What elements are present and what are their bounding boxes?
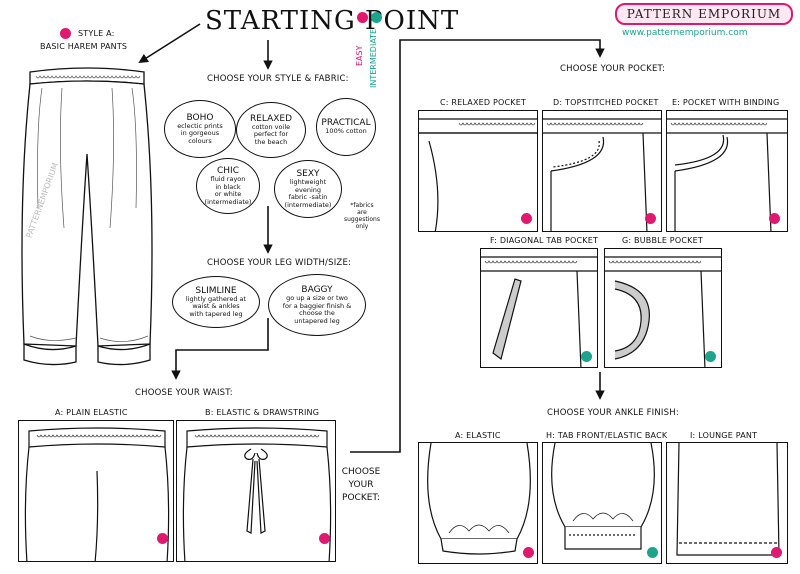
pocket-relaxed-option[interactable] bbox=[418, 110, 538, 232]
leg-desc: with tapered leg bbox=[189, 309, 243, 318]
ankle-lounge-option[interactable] bbox=[666, 442, 788, 564]
pocket-f-label: F: diagonal tab pocket bbox=[490, 236, 599, 245]
pocket-d-level-icon bbox=[645, 213, 656, 224]
ankle-elastic-option[interactable] bbox=[418, 442, 538, 564]
fabric-desc: or white bbox=[214, 190, 242, 198]
waist-b-label: B: elastic & drawstring bbox=[205, 408, 320, 417]
pocket-bubble-option[interactable] bbox=[604, 248, 722, 368]
brand-banner: Pattern Emporium bbox=[615, 3, 793, 25]
leg-desc: for a baggier finish & bbox=[282, 301, 352, 310]
ankle-a-level-icon bbox=[523, 547, 534, 558]
leg-slimline-option[interactable]: Slimline lightly gathered at waist & ank… bbox=[172, 276, 260, 328]
pocket-c-label: C: relaxed pocket bbox=[440, 98, 527, 107]
ankle-a-label: a: elastic bbox=[455, 431, 501, 440]
fabric-chic-option[interactable]: Chic fluid rayon in black or white (inte… bbox=[196, 158, 260, 214]
leg-desc: choose the bbox=[299, 309, 335, 317]
pocket-d-label: D: topstitched pocket bbox=[553, 98, 659, 107]
fabric-name: relaxed bbox=[249, 113, 293, 124]
fabric-name: Chic bbox=[217, 166, 239, 176]
side-pocket-line: pocket: bbox=[342, 493, 380, 503]
fabric-desc: eclectic prints bbox=[177, 121, 223, 130]
waist-a-level-icon bbox=[157, 533, 168, 544]
leg-name: Baggy bbox=[301, 285, 333, 295]
pocket-binding-option[interactable] bbox=[666, 110, 788, 232]
intermediate-dot-icon bbox=[371, 12, 382, 23]
step-ankle-label: Choose your ankle finish: bbox=[547, 408, 679, 418]
ankle-h-level-icon bbox=[647, 547, 658, 558]
easy-dot-icon bbox=[357, 12, 368, 23]
fabric-sexy-option[interactable]: Sexy lightweight evening fabric -satin (… bbox=[274, 160, 342, 218]
fabric-desc: fluid rayon bbox=[210, 175, 246, 183]
waist-plain-elastic-option[interactable] bbox=[18, 420, 174, 562]
style-line1: Style a: bbox=[78, 29, 115, 38]
step-pocket-label: Choose your pocket: bbox=[560, 64, 666, 74]
waist-b-level-icon bbox=[319, 533, 330, 544]
fabric-boho-option[interactable]: Boho eclectic prints in gorgeous colours bbox=[164, 100, 236, 158]
page-title: Starting Point bbox=[205, 6, 460, 36]
fabric-desc: evening bbox=[294, 185, 322, 194]
ankle-tab-option[interactable] bbox=[542, 442, 662, 564]
note-line: suggestions bbox=[344, 216, 380, 223]
ankle-h-label: H: tab front/elastic back bbox=[546, 431, 668, 440]
leg-desc: go up a size or two bbox=[286, 294, 348, 302]
pocket-topstitched-option[interactable] bbox=[542, 110, 662, 232]
pocket-f-level-icon bbox=[581, 351, 592, 362]
step-leg-label: Choose your leg width/size: bbox=[207, 258, 352, 268]
fabric-desc: cotton voile bbox=[251, 122, 291, 131]
side-pocket-line: Choose bbox=[341, 467, 381, 477]
note-line: are bbox=[357, 209, 367, 216]
pocket-c-level-icon bbox=[521, 213, 532, 224]
fabric-name: Boho bbox=[186, 112, 214, 123]
pocket-e-label: e: pocket with binding bbox=[672, 98, 780, 107]
leg-desc: untapered leg bbox=[294, 316, 340, 325]
ankle-i-level-icon bbox=[771, 547, 782, 558]
fabric-note: *fabrics are suggestions only bbox=[342, 202, 382, 230]
leg-name: Slimline bbox=[195, 285, 237, 296]
fabric-practical-option[interactable]: Practical 100% cotton bbox=[316, 98, 376, 156]
fabric-name: Sexy bbox=[296, 169, 320, 179]
step-style-fabric-label: Choose your style & fabric: bbox=[207, 74, 349, 84]
fabric-desc: in gorgeous bbox=[180, 129, 220, 138]
waist-a-label: a: plain elastic bbox=[55, 408, 128, 417]
fabric-desc: colours bbox=[188, 136, 212, 145]
brand-url[interactable]: www.patternemporium.com bbox=[622, 28, 748, 38]
style-line2: Basic Harem Pants bbox=[40, 42, 128, 51]
main-pants-illustration bbox=[21, 67, 153, 366]
fabric-desc: lightweight bbox=[289, 178, 327, 186]
fabric-desc: perfect for bbox=[253, 130, 289, 139]
fabric-desc: (intermediate) bbox=[204, 197, 252, 206]
pocket-g-level-icon bbox=[705, 351, 716, 362]
leg-desc: lightly gathered at bbox=[185, 294, 247, 303]
fabric-desc: the beach bbox=[254, 137, 288, 146]
fabric-relaxed-option[interactable]: relaxed cotton voile perfect for the bea… bbox=[236, 102, 306, 158]
pocket-diagonal-tab-option[interactable] bbox=[480, 248, 598, 368]
fabric-desc: (intermediate) bbox=[284, 200, 332, 209]
style-level-dot-icon bbox=[60, 28, 71, 39]
step-waist-label: Choose your waist: bbox=[135, 388, 233, 398]
side-pocket-line: your bbox=[348, 480, 374, 490]
note-line: *fabrics bbox=[350, 202, 374, 209]
side-choose-pocket: Choose your pocket: bbox=[336, 466, 386, 505]
fabric-desc: 100% cotton bbox=[325, 127, 367, 136]
fabric-name: Practical bbox=[321, 118, 371, 129]
pocket-e-level-icon bbox=[769, 213, 780, 224]
fabric-desc: in black bbox=[215, 182, 241, 191]
leg-desc: waist & ankles bbox=[192, 302, 240, 311]
ankle-i-label: I: lounge pant bbox=[690, 431, 758, 440]
note-line: only bbox=[355, 223, 369, 230]
leg-baggy-option[interactable]: Baggy go up a size or two for a baggier … bbox=[268, 274, 366, 336]
waist-drawstring-option[interactable] bbox=[176, 420, 336, 562]
pocket-g-label: G: bubble pocket bbox=[622, 236, 703, 245]
fabric-desc: fabric -satin bbox=[288, 193, 328, 201]
